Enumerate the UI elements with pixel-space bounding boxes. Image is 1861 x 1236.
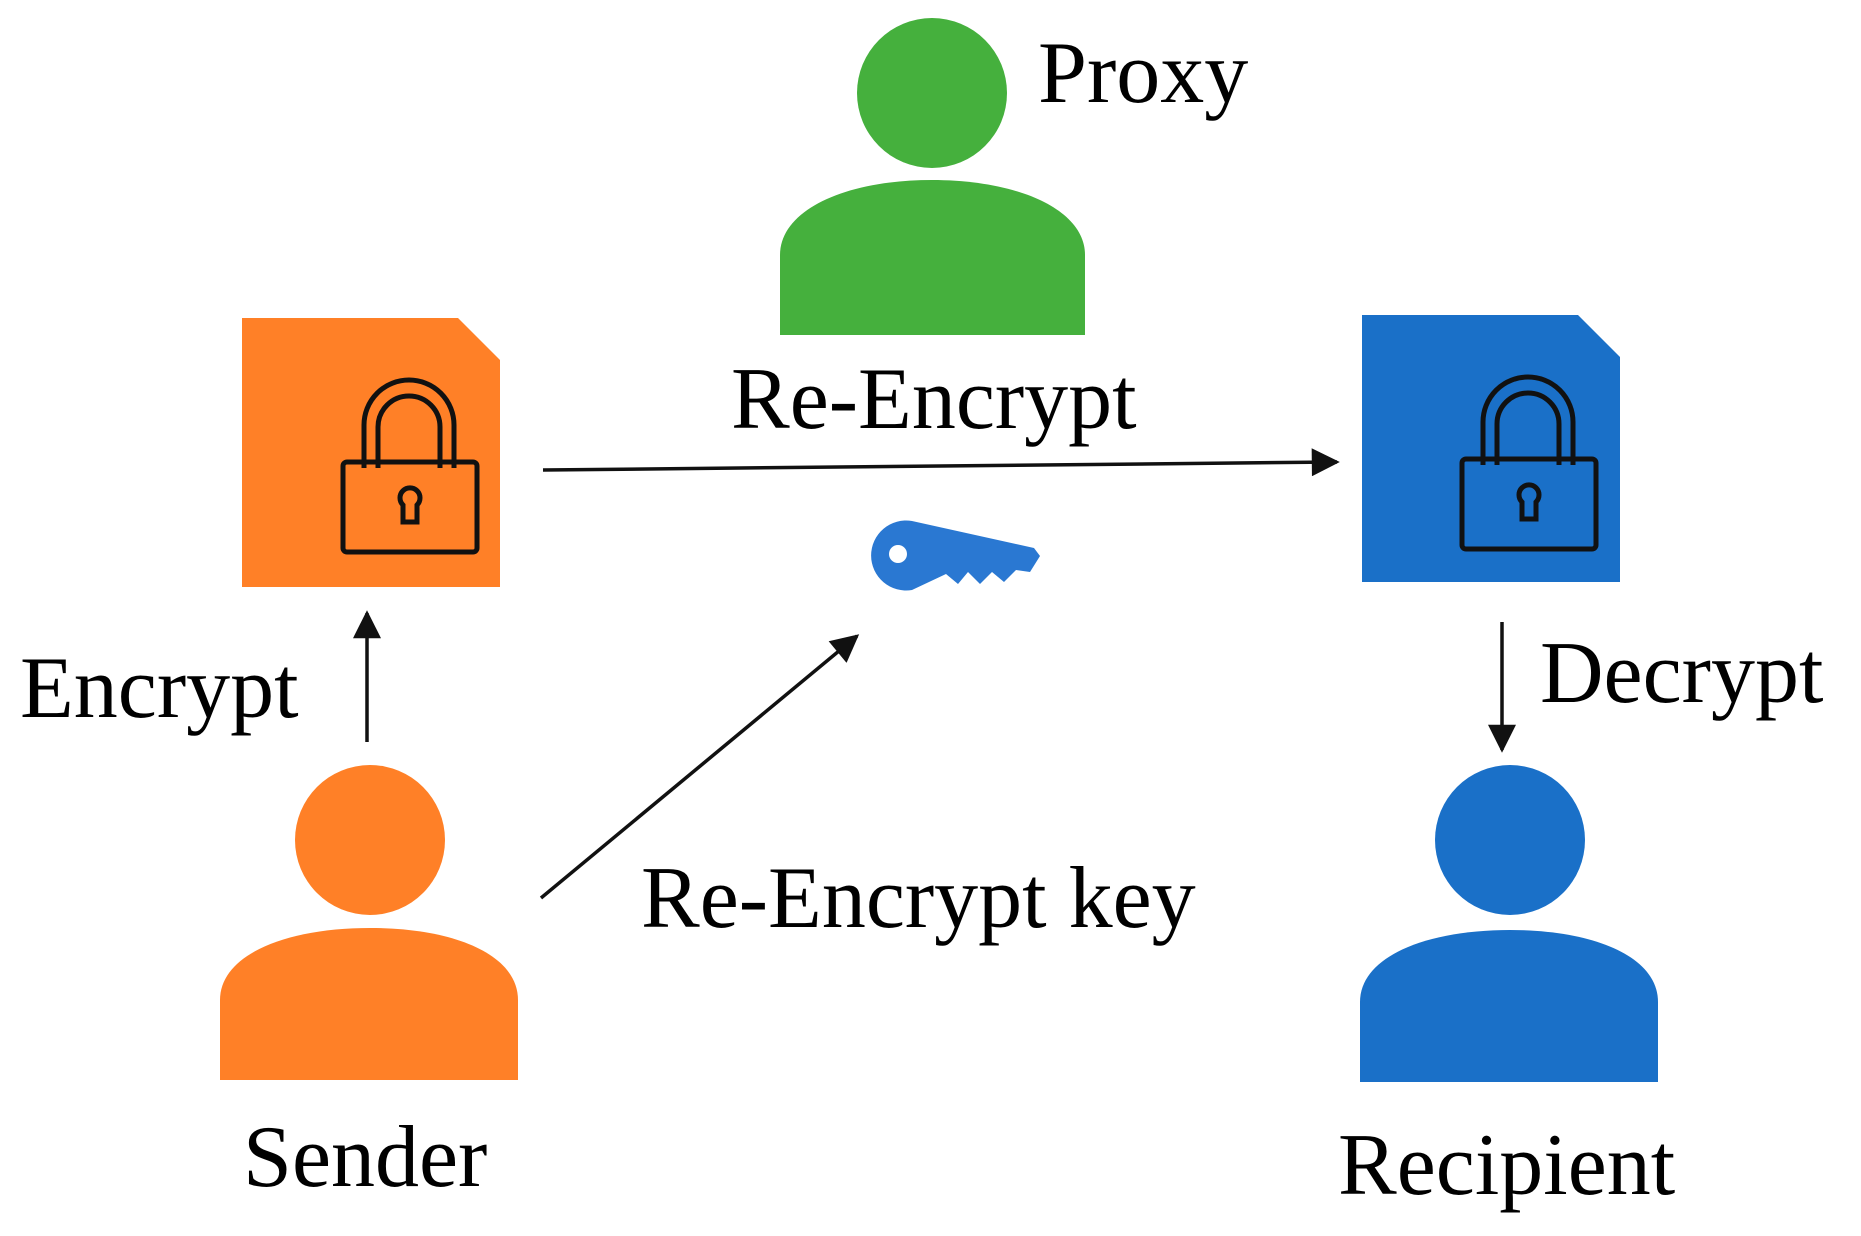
re-encrypt-arrow (542, 448, 1340, 477)
proxy-head (857, 18, 1007, 168)
recipient-locked-document-icon (1362, 315, 1620, 582)
recipient-lock-icon (1459, 374, 1599, 552)
sender-locked-document-icon (242, 318, 500, 587)
recipient-body (1360, 930, 1658, 1082)
sender-lock-icon (340, 377, 480, 555)
key-shape (871, 520, 1040, 591)
sender-label: Sender (243, 1109, 487, 1206)
re-encrypt-key-label: Re-Encrypt key (641, 850, 1196, 947)
proxy-body (780, 180, 1085, 335)
proxy-label: Proxy (1038, 25, 1248, 122)
re-encrypt-key-arrow (539, 634, 860, 900)
key-icon (871, 520, 1040, 591)
decrypt-label: Decrypt (1540, 625, 1823, 722)
sender-head (295, 765, 445, 915)
sender-body (220, 928, 518, 1080)
recipient-person-icon (1360, 765, 1658, 1082)
recipient-head (1435, 765, 1585, 915)
proxy-person-icon (780, 18, 1085, 335)
sender-document-shape (242, 318, 500, 587)
sender-person-icon (220, 765, 518, 1080)
re-encrypt-label: Re-Encrypt (731, 351, 1137, 448)
recipient-label: Recipient (1338, 1117, 1675, 1214)
encrypt-label: Encrypt (20, 640, 299, 737)
recipient-document-shape (1362, 315, 1620, 582)
